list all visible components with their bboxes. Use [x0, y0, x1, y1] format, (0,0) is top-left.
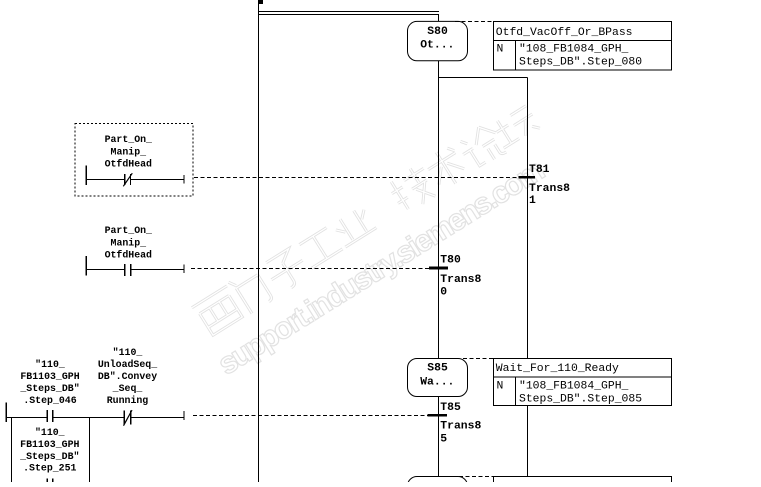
svg-text:T80: T80	[440, 255, 461, 267]
svg-text:Steps_DB".Step_080: Steps_DB".Step_080	[519, 56, 642, 68]
svg-text:Steps_DB".Step_085: Steps_DB".Step_085	[519, 393, 642, 405]
svg-text:T85: T85	[440, 402, 461, 414]
svg-text:Ot...: Ot...	[420, 40, 454, 52]
svg-text:Manip_: Manip_	[111, 237, 147, 248]
svg-text:Running: Running	[107, 395, 149, 406]
svg-text:"110_: "110_	[35, 427, 65, 438]
svg-text:Wait_For_110_Ready: Wait_For_110_Ready	[496, 363, 619, 375]
svg-text:.Step_046: .Step_046	[23, 395, 76, 406]
svg-text:0: 0	[440, 287, 447, 299]
svg-text:_Seq_: _Seq_	[112, 383, 143, 394]
svg-text:Manip_: Manip_	[111, 146, 147, 157]
svg-text:Wa...: Wa...	[420, 376, 454, 388]
svg-text:UnloadSeq_: UnloadSeq_	[98, 359, 157, 370]
svg-text:N: N	[497, 43, 504, 55]
svg-text:.Step_251: .Step_251	[23, 463, 76, 474]
svg-text:Part_On_: Part_On_	[105, 134, 152, 145]
svg-text:1: 1	[529, 195, 536, 207]
svg-text:Otfd_VacOff_Or_BPass: Otfd_VacOff_Or_BPass	[496, 27, 633, 39]
svg-text:"110_: "110_	[35, 359, 65, 370]
svg-text:Trans8: Trans8	[440, 274, 481, 286]
svg-text:S80: S80	[427, 26, 448, 38]
svg-text:FB1103_GPH: FB1103_GPH	[20, 439, 79, 450]
svg-text:"108_FB1084_GPH_: "108_FB1084_GPH_	[519, 380, 629, 392]
svg-text:S85: S85	[427, 362, 448, 374]
svg-text:OtfdHead: OtfdHead	[105, 159, 152, 170]
svg-text:T81: T81	[529, 164, 550, 176]
svg-text:"108_FB1084_GPH_: "108_FB1084_GPH_	[519, 43, 629, 55]
svg-text:Trans8: Trans8	[440, 421, 481, 433]
svg-text:FB1103_GPH: FB1103_GPH	[20, 371, 79, 382]
svg-text:_Steps_DB": _Steps_DB"	[19, 451, 79, 462]
svg-text:"110_: "110_	[113, 347, 143, 358]
svg-text:OtfdHead: OtfdHead	[105, 250, 152, 261]
svg-text:Part_On_: Part_On_	[105, 225, 152, 236]
svg-text:N: N	[497, 380, 504, 392]
svg-text:Trans8: Trans8	[529, 183, 570, 195]
svg-text:5: 5	[440, 434, 447, 446]
svg-text:DB".Convey: DB".Convey	[98, 371, 157, 382]
svg-text:_Steps_DB": _Steps_DB"	[19, 383, 79, 394]
